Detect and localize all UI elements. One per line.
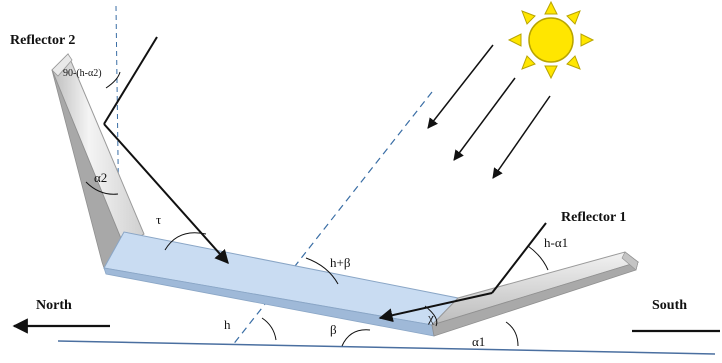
arc-h-minus-alpha1 bbox=[527, 245, 549, 271]
h-plus-beta-label: h+β bbox=[330, 255, 351, 270]
ray-to-reflector-2 bbox=[103, 36, 158, 125]
arc-alpha2 bbox=[85, 181, 119, 195]
angle-r2-top-label: 90-(h-α2) bbox=[63, 68, 102, 79]
tau-label: τ bbox=[156, 212, 161, 227]
reflector-2-label: Reflector 2 bbox=[10, 33, 75, 48]
ray-reflector-1-to-absorber bbox=[378, 292, 493, 323]
ground-line bbox=[57, 340, 716, 355]
alpha2-label: α2 bbox=[94, 170, 107, 185]
ray-to-reflector-1 bbox=[491, 222, 547, 294]
chi-label: χ bbox=[427, 310, 434, 325]
south-label: South bbox=[652, 298, 687, 313]
h-label: h bbox=[224, 317, 231, 332]
sun-ray-1 bbox=[427, 44, 494, 129]
reflector-1-plate bbox=[430, 251, 640, 337]
arc-chi bbox=[424, 305, 438, 327]
sun-ray-2 bbox=[453, 77, 516, 161]
beta-label: β bbox=[330, 322, 337, 337]
reflector-1-label: Reflector 1 bbox=[561, 210, 626, 225]
arc-h-plus-beta bbox=[305, 257, 339, 285]
vertical-dashed-line bbox=[115, 5, 120, 233]
sun-icon bbox=[507, 0, 595, 80]
arc-beta bbox=[341, 329, 371, 347]
alpha1-label: α1 bbox=[472, 334, 485, 349]
ray-reflector-2-to-absorber bbox=[103, 123, 229, 265]
absorber-plate bbox=[103, 231, 459, 337]
arc-r2-top bbox=[105, 71, 121, 89]
arc-tau bbox=[164, 232, 207, 251]
reflector-2-plate bbox=[51, 53, 145, 269]
north-label: North bbox=[36, 298, 72, 313]
arc-h bbox=[261, 317, 277, 341]
arc-alpha1 bbox=[505, 321, 519, 347]
sun-ray-3 bbox=[492, 95, 551, 179]
h-minus-alpha1-label: h-α1 bbox=[544, 235, 568, 250]
